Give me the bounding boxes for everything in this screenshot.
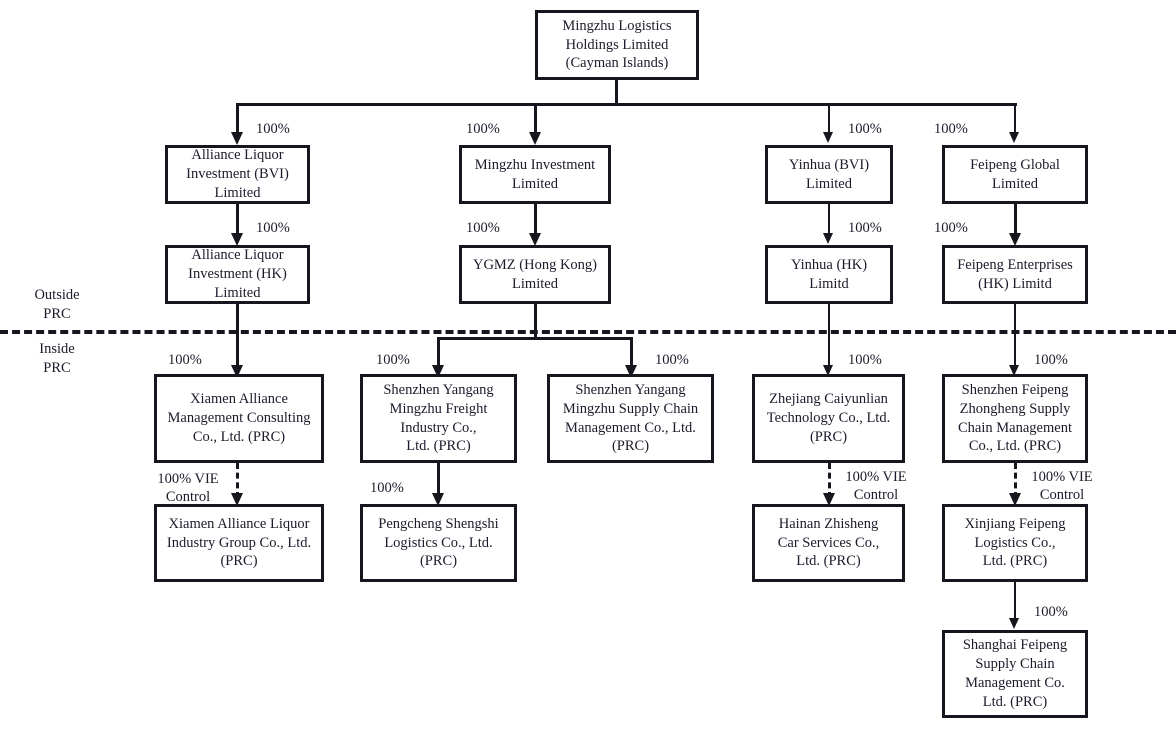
node-pengcheng[interactable]: Pengcheng Shengshi Logistics Co., Ltd. (… <box>360 504 517 582</box>
node-zhejiang-caiyunlian[interactable]: Zhejiang Caiyunlian Technology Co., Ltd.… <box>752 374 905 463</box>
edge-label-mingzhu-inv-ygmz: 100% <box>466 220 500 236</box>
edge-feipeng-hk-shenzhen <box>1014 304 1016 370</box>
edge-vie-shenzhen-feipeng <box>1014 463 1017 498</box>
node-alliance-bvi[interactable]: Alliance Liquor Investment (BVI) Limited <box>165 145 310 204</box>
node-xinjiang-feipeng[interactable]: Xinjiang Feipeng Logistics Co., Ltd. (PR… <box>942 504 1088 582</box>
arrow-pengcheng <box>432 493 444 506</box>
edge-label-yinhua-hk-zhejiang: 100% <box>848 352 882 368</box>
arrow-shanghai-feipeng <box>1009 618 1019 629</box>
edge-vie-xiamen <box>236 463 239 498</box>
edge-label-parent-mingzhu-inv: 100% <box>466 121 500 137</box>
edge-label-ygmz-shenzhen-supply: 100% <box>655 352 689 368</box>
arrow-shenzhen-feipeng <box>1009 365 1019 376</box>
node-mingzhu-inv[interactable]: Mingzhu Investment Limited <box>459 145 611 204</box>
edge-mingzhu-inv-ygmz <box>534 204 537 236</box>
edge-label-parent-yinhua-bvi: 100% <box>848 121 882 137</box>
edge-label-shenzhen-freight-pengcheng: 100% <box>370 480 404 496</box>
node-alliance-hk[interactable]: Alliance Liquor Investment (HK) Limited <box>165 245 310 304</box>
edge-label-xinjiang-shanghai: 100% <box>1034 604 1068 620</box>
edge-label-vie-shenzhen-feipeng: 100% VIE Control <box>1031 469 1093 504</box>
node-feipeng-global[interactable]: Feipeng Global Limited <box>942 145 1088 204</box>
edge-alliance-bvi-hk <box>236 204 239 236</box>
node-shenzhen-freight[interactable]: Shenzhen Yangang Mingzhu Freight Industr… <box>360 374 517 463</box>
arrow-zhejiang-caiyunlian <box>823 365 833 376</box>
arrow-alliance-hk <box>231 233 243 246</box>
edge-parent-stem <box>615 80 618 105</box>
edge-label-parent-alliance-bvi: 100% <box>256 121 290 137</box>
edge-drop-yinhua-bvi <box>828 103 830 135</box>
arrow-hainan-zhisheng <box>823 493 835 506</box>
edge-yinhua-bvi-hk <box>828 204 830 236</box>
edge-label-vie-xiamen: 100% VIE Control <box>157 471 219 506</box>
edge-drop-mingzhu-inv <box>534 103 537 135</box>
node-xiamen-alliance[interactable]: Xiamen Alliance Management Consulting Co… <box>154 374 324 463</box>
edge-alliance-hk-xiamen <box>236 304 239 370</box>
edge-yinhua-hk-zhejiang <box>828 304 830 370</box>
node-parent[interactable]: Mingzhu Logistics Holdings Limited (Caym… <box>535 10 699 80</box>
arrow-yinhua-hk <box>823 233 833 244</box>
node-ygmz-hk[interactable]: YGMZ (Hong Kong) Limited <box>459 245 611 304</box>
node-shenzhen-supply[interactable]: Shenzhen Yangang Mingzhu Supply Chain Ma… <box>547 374 714 463</box>
edge-ygmz-bus <box>437 337 633 340</box>
edge-ygmz-stem <box>534 304 537 340</box>
edge-vie-zhejiang <box>828 463 831 498</box>
node-hainan-zhisheng[interactable]: Hainan Zhisheng Car Services Co., Ltd. (… <box>752 504 905 582</box>
edge-label-alliance-bvi-hk: 100% <box>256 220 290 236</box>
node-feipeng-hk[interactable]: Feipeng Enterprises (HK) Limitd <box>942 245 1088 304</box>
edge-label-feipeng-global-hk: 100% <box>934 220 968 236</box>
edge-shenzhen-freight-pengcheng <box>437 463 440 498</box>
edge-label-yinhua-bvi-hk: 100% <box>848 220 882 236</box>
edge-parent-bus <box>236 103 1017 106</box>
edge-drop-shenzhen-freight <box>437 337 440 370</box>
node-yinhua-bvi[interactable]: Yinhua (BVI) Limited <box>765 145 893 204</box>
edge-drop-feipeng-global <box>1014 103 1016 135</box>
region-label-inside-prc: Inside PRC <box>39 341 75 376</box>
edge-drop-alliance-bvi <box>236 103 239 135</box>
edge-label-vie-zhejiang: 100% VIE Control <box>845 469 907 504</box>
arrow-xinjiang-feipeng <box>1009 493 1021 506</box>
prc-divider-line <box>0 330 1176 334</box>
arrow-alliance-bvi <box>231 132 243 145</box>
arrow-yinhua-bvi <box>823 132 833 143</box>
edge-label-alliance-hk-xiamen: 100% <box>168 352 202 368</box>
arrow-mingzhu-inv <box>529 132 541 145</box>
arrow-feipeng-global <box>1009 132 1019 143</box>
arrow-xiamen-liquor <box>231 493 243 506</box>
node-yinhua-hk[interactable]: Yinhua (HK) Limitd <box>765 245 893 304</box>
arrow-ygmz-hk <box>529 233 541 246</box>
edge-label-feipeng-hk-shenzhen: 100% <box>1034 352 1068 368</box>
node-shanghai-feipeng[interactable]: Shanghai Feipeng Supply Chain Management… <box>942 630 1088 718</box>
node-shenzhen-feipeng[interactable]: Shenzhen Feipeng Zhongheng Supply Chain … <box>942 374 1088 463</box>
edge-label-parent-feipeng-global: 100% <box>934 121 968 137</box>
region-label-outside-prc: Outside PRC <box>34 287 80 322</box>
edge-label-ygmz-shenzhen-freight: 100% <box>376 352 410 368</box>
edge-feipeng-global-hk <box>1014 204 1017 236</box>
arrow-feipeng-hk <box>1009 233 1021 246</box>
edge-xinjiang-shanghai <box>1014 582 1016 623</box>
edge-drop-shenzhen-supply <box>630 337 633 370</box>
node-xiamen-liquor[interactable]: Xiamen Alliance Liquor Industry Group Co… <box>154 504 324 582</box>
